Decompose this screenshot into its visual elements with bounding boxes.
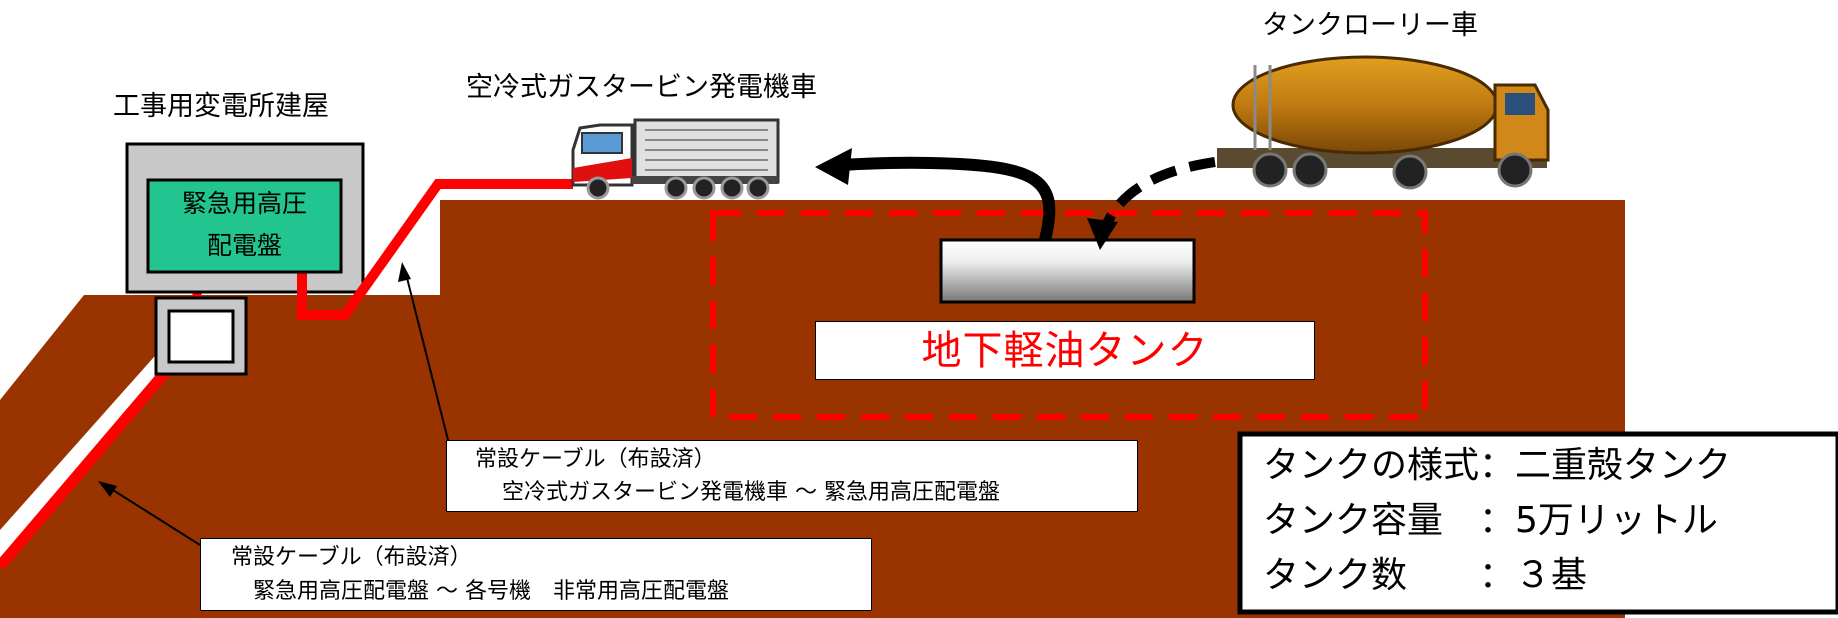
spec-capacity-row: タンク容量 ：5万リットル (1263, 500, 1718, 541)
underground-tank (939, 238, 1196, 304)
emergency-panel (146, 178, 343, 274)
callout-lower-route: 緊急用高圧配電盤 ～ 各号機 非常用高圧配電盤 (253, 579, 729, 604)
annex-window (167, 309, 235, 364)
refuel-arrowhead (1087, 218, 1118, 250)
callout-upper: 常設ケーブル（布設済） 空冷式ガスタービン発電機車 ～ 緊急用高圧配電盤 (446, 440, 1138, 512)
spec-box (1237, 431, 1838, 615)
refuel-arrow (1100, 157, 1216, 231)
fuel-supply-arrow (839, 156, 1056, 242)
tank-lorry-icon (1217, 55, 1550, 190)
callout-lower: 常設ケーブル（布設済） 緊急用高圧配電盤 ～ 各号機 非常用高圧配電盤 (200, 538, 872, 611)
generator-truck-icon (571, 118, 780, 200)
spec-type-row: タンクの様式：二重殻タンク (1263, 445, 1732, 486)
callout-lower-leader (104, 484, 201, 546)
tank-name-label: 地下軽油タンク (921, 328, 1209, 374)
callout-upper-title: 常設ケーブル（布設済） (475, 447, 716, 472)
cable-to-generator (297, 179, 573, 320)
tank-name-box: 地下軽油タンク (815, 321, 1315, 380)
callout-lower-leader-head (98, 481, 117, 497)
spec-count-row: タンク数 ：３基 (1263, 555, 1588, 596)
ground-area (0, 200, 1625, 618)
tank-lorry-label: タンクローリー車 (1262, 10, 1478, 41)
tank-area-outline (710, 210, 1428, 420)
fuel-supply-arrowhead (815, 148, 852, 185)
substation-building-label: 工事用変電所建屋 (113, 91, 329, 122)
callout-upper-route: 空冷式ガスタービン発電機車 ～ 緊急用高圧配電盤 (502, 480, 1000, 505)
panel-label-line2: 配電盤 (206, 231, 282, 260)
panel-label-line1: 緊急用高圧 (181, 189, 307, 218)
callout-upper-leader-head (398, 262, 411, 282)
callout-lower-title: 常設ケーブル（布設済） (231, 545, 472, 570)
callout-upper-leader (404, 269, 449, 441)
generator-truck-label: 空冷式ガスタービン発電機車 (466, 72, 817, 103)
